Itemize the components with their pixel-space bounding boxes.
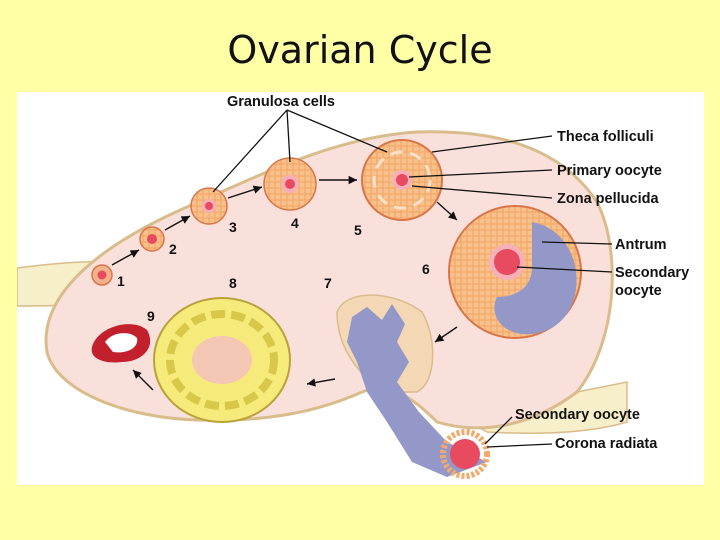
leader-lines [212, 109, 613, 448]
label-secondary-oocyte-ovulated: Secondary oocyte [515, 407, 640, 423]
ovary-diagram: Granulosa cells Theca folliculi Primary … [16, 94, 689, 479]
follicle-stage-3 [190, 187, 228, 225]
label-corona-radiata: Corona radiata [555, 436, 658, 452]
stage-number-5: 5 [354, 222, 362, 238]
stage-number-7: 7 [324, 275, 332, 291]
follicle-stage-6 [448, 205, 582, 339]
ovarian-cycle-figure: Granulosa cells Theca folliculi Primary … [16, 92, 704, 485]
stage-arrows [111, 175, 458, 391]
follicle-stage-1 [91, 264, 113, 286]
label-zona-pellucida: Zona pellucida [557, 191, 659, 207]
stage-number-2: 2 [169, 241, 177, 257]
stage-number-9: 9 [147, 308, 155, 324]
label-theca-folliculi: Theca folliculi [557, 129, 654, 145]
corpus-luteum-stage-8 [153, 297, 291, 423]
corpus-albicans-stage-9 [91, 324, 151, 363]
label-antrum: Antrum [615, 237, 667, 253]
stage-number-3: 3 [229, 219, 237, 235]
follicle-stage-4 [263, 157, 317, 211]
label-secondary-oocyte-line1: Secondary [615, 265, 689, 281]
follicle-stage-2 [139, 226, 165, 252]
label-granulosa-cells: Granulosa cells [227, 94, 335, 110]
stage-number-4: 4 [291, 215, 299, 231]
stage-number-6: 6 [422, 261, 430, 277]
label-secondary-oocyte-line2: oocyte [615, 283, 662, 299]
label-primary-oocyte: Primary oocyte [557, 163, 662, 179]
slide-title: Ovarian Cycle [227, 28, 493, 72]
ovulation-stage-7 [336, 294, 487, 477]
stage-number-1: 1 [117, 273, 125, 289]
follicle-stage-5 [361, 139, 443, 221]
ovulated-oocyte [440, 429, 490, 479]
stage-number-8: 8 [229, 275, 237, 291]
